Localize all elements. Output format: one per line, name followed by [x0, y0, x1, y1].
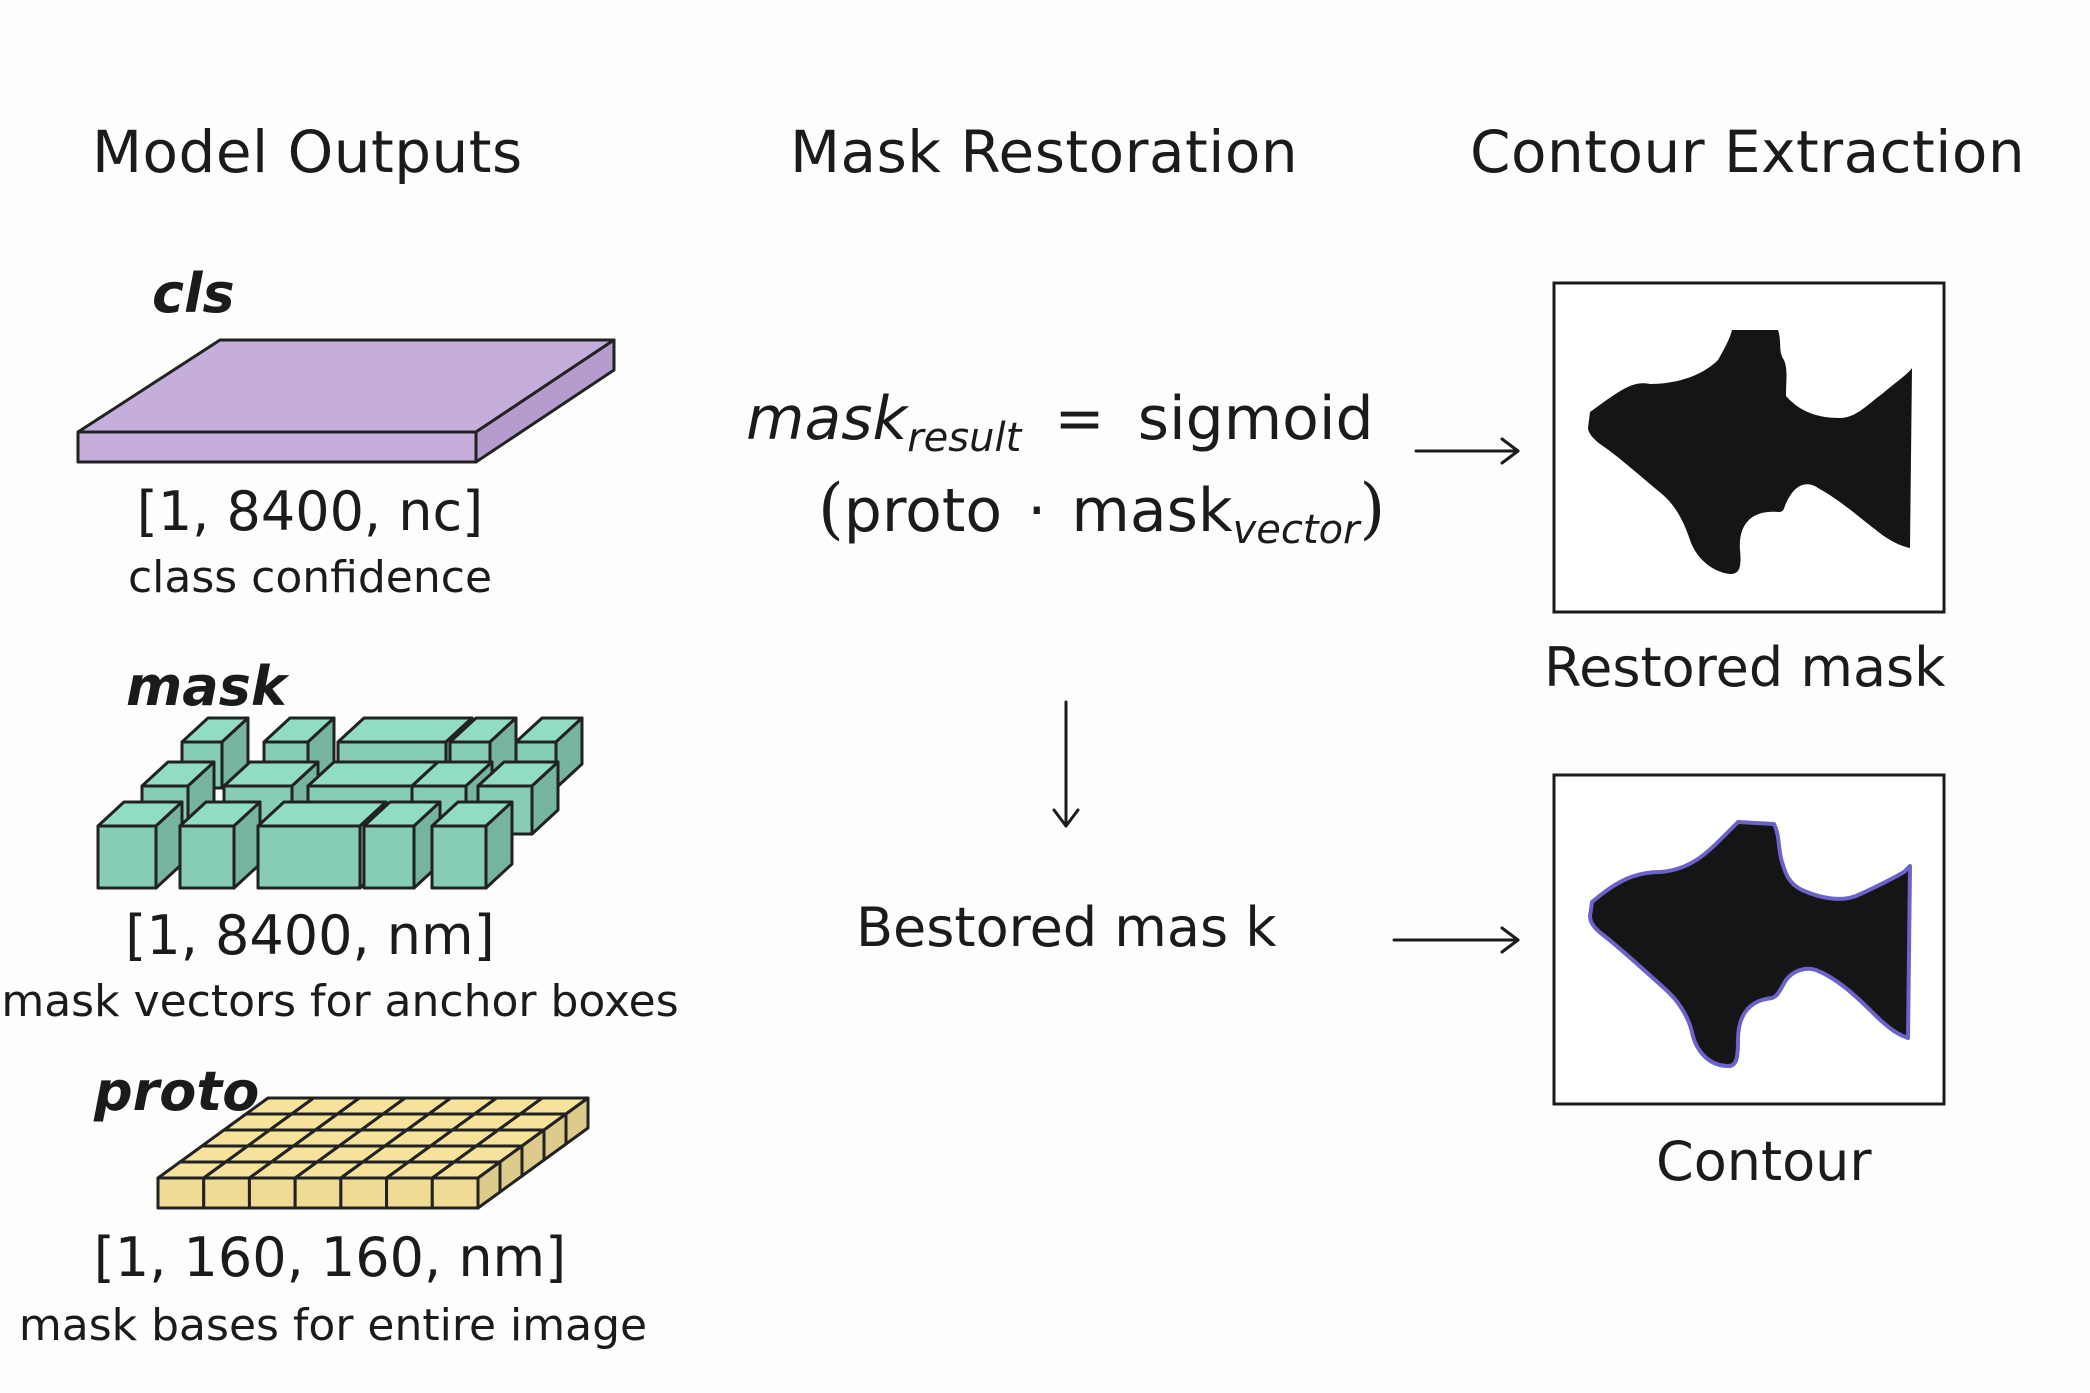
mask-shape: [1, 8400, nm] — [125, 904, 495, 967]
eq-lhs-subscript: result — [907, 415, 1022, 461]
cls-slab-side — [474, 338, 616, 464]
mask-cube-r2-c2-front — [256, 824, 362, 890]
mask-cube-r2-c0-front — [96, 824, 158, 890]
mask-description: mask vectors for anchor boxes — [1, 976, 679, 1027]
equation-line-1: maskresult = sigmoid — [746, 384, 1374, 461]
proto-shape: [1, 160, 160, nm] — [93, 1226, 567, 1289]
arrow-down — [1052, 700, 1080, 828]
eq-arg-mask-subscript: vector — [1232, 507, 1360, 553]
intermediate-mask-label: Bestored mas k — [856, 896, 1277, 959]
mask-cube-r2-c1-front — [178, 824, 236, 890]
eq-arg-proto: proto — [843, 476, 1003, 546]
eq-dot: · — [1027, 476, 1047, 546]
cls-label: cls — [152, 262, 235, 325]
cls-description: class confidence — [127, 552, 493, 603]
mask-cube-r2-c4-front — [430, 824, 488, 890]
heading-model-outputs: Model Outputs — [92, 118, 523, 186]
eq-lhs: mask — [746, 384, 908, 454]
eq-close-paren: ) — [1359, 470, 1386, 547]
arrow-right-bottom — [1392, 926, 1520, 954]
contour-caption: Contour — [1656, 1130, 1872, 1193]
proto-label: proto — [94, 1060, 260, 1123]
eq-arg-mask: mask — [1071, 476, 1233, 546]
restored-mask-caption: Restored mask — [1544, 636, 1946, 699]
restored-mask-fish — [1588, 330, 1912, 574]
eq-function: sigmoid — [1137, 384, 1374, 454]
arrow-right-top — [1414, 437, 1520, 465]
cls-shape: [1, 8400, nc] — [136, 480, 484, 543]
equation-line-2: (proto · maskvector) — [818, 470, 1385, 553]
heading-mask-restoration: Mask Restoration — [790, 118, 1299, 186]
contour-fish — [1588, 820, 1912, 1068]
heading-contour-extraction: Contour Extraction — [1470, 118, 2026, 186]
eq-equals: = — [1054, 384, 1105, 454]
mask-label: mask — [126, 655, 287, 718]
mask-cube-r2-c3-front — [362, 824, 416, 890]
proto-description: mask bases for entire image — [18, 1300, 648, 1351]
eq-open-paren: ( — [818, 470, 844, 547]
proto-side-cell-4 — [564, 1096, 590, 1146]
